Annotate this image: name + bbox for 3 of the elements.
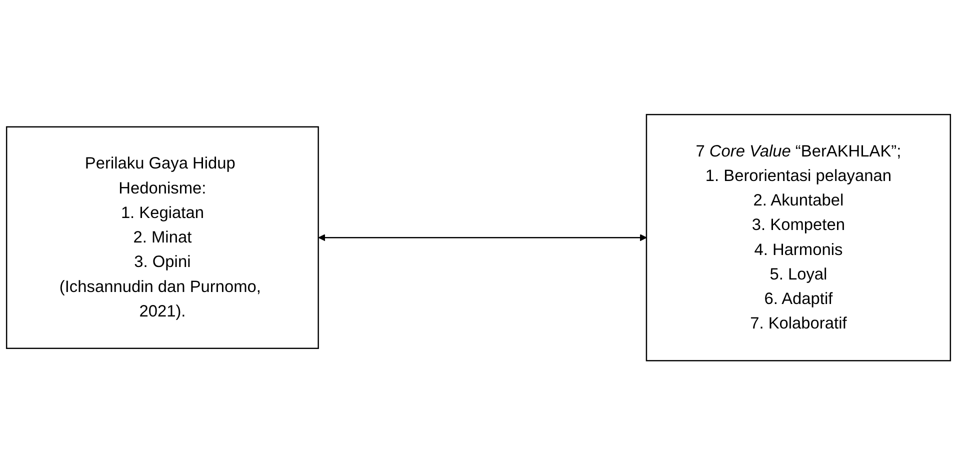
node-box: 7 Core Value “BerAKHLAK”; 1. Berorientasi pelayanan 2. Akuntabel 3. Kompeten 4. Harmonis 5. Loyal 6. Adaptif 7. Kolaboratif [646, 114, 952, 362]
node-box: Perilaku Gaya Hidup Hedonisme: 1. Kegiatan 2. Minat 3. Opini (Ichsannudin dan Purnomo, 2021). [6, 126, 319, 349]
arrow [318, 234, 647, 242]
